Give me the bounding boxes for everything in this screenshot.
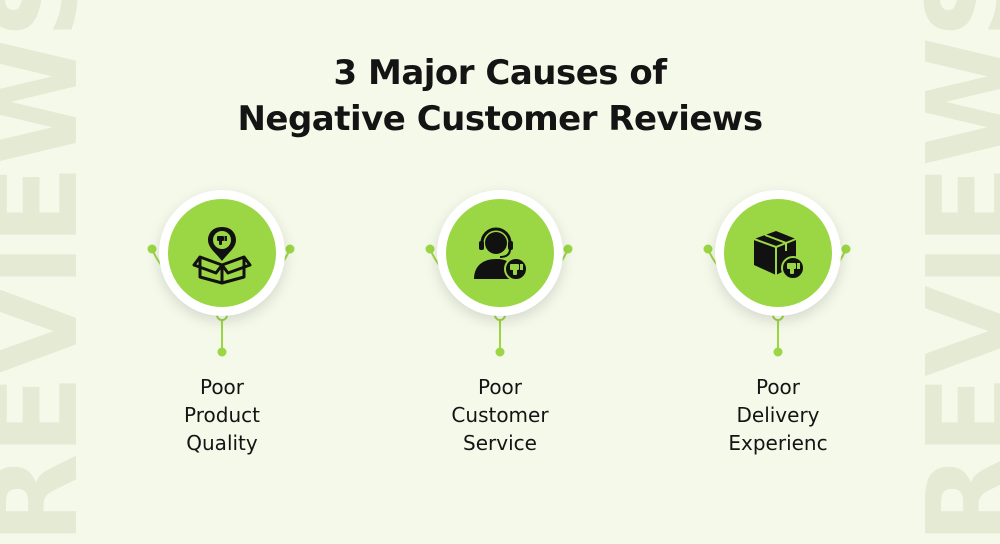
cause-item-customer-service: Poor Customer Service (425, 185, 575, 465)
cause-label-line: Poor (477, 375, 523, 399)
page-title: 3 Major Causes of Negative Customer Revi… (0, 50, 1000, 142)
support-agent-thumbs-down-icon (474, 227, 528, 281)
cause-item-delivery-experience: Poor Delivery Experienc (703, 185, 853, 465)
icon-circle (159, 190, 285, 316)
title-line-2: Negative Customer Reviews (237, 99, 763, 139)
cause-item-product-quality: Poor Product Quality (147, 185, 297, 465)
title-line-1: 3 Major Causes of (333, 53, 667, 93)
cause-label-line: Poor (755, 375, 801, 399)
cause-label-line: Product (184, 403, 260, 427)
cause-label-line: Poor (199, 375, 245, 399)
cause-label-line: Experienc (728, 431, 828, 455)
cause-label-line: Quality (186, 431, 258, 455)
package-thumbs-down-icon (753, 231, 805, 280)
cause-label: Poor Delivery Experienc (688, 373, 868, 457)
icon-circle (437, 190, 563, 316)
product-box-thumbs-down-icon (192, 227, 252, 285)
cause-label: Poor Customer Service (410, 373, 590, 457)
cause-label-line: Customer (451, 403, 549, 427)
cause-label-line: Delivery (736, 403, 820, 427)
icon-circle (715, 190, 841, 316)
cause-label-line: Service (463, 431, 537, 455)
cause-label: Poor Product Quality (132, 373, 312, 457)
